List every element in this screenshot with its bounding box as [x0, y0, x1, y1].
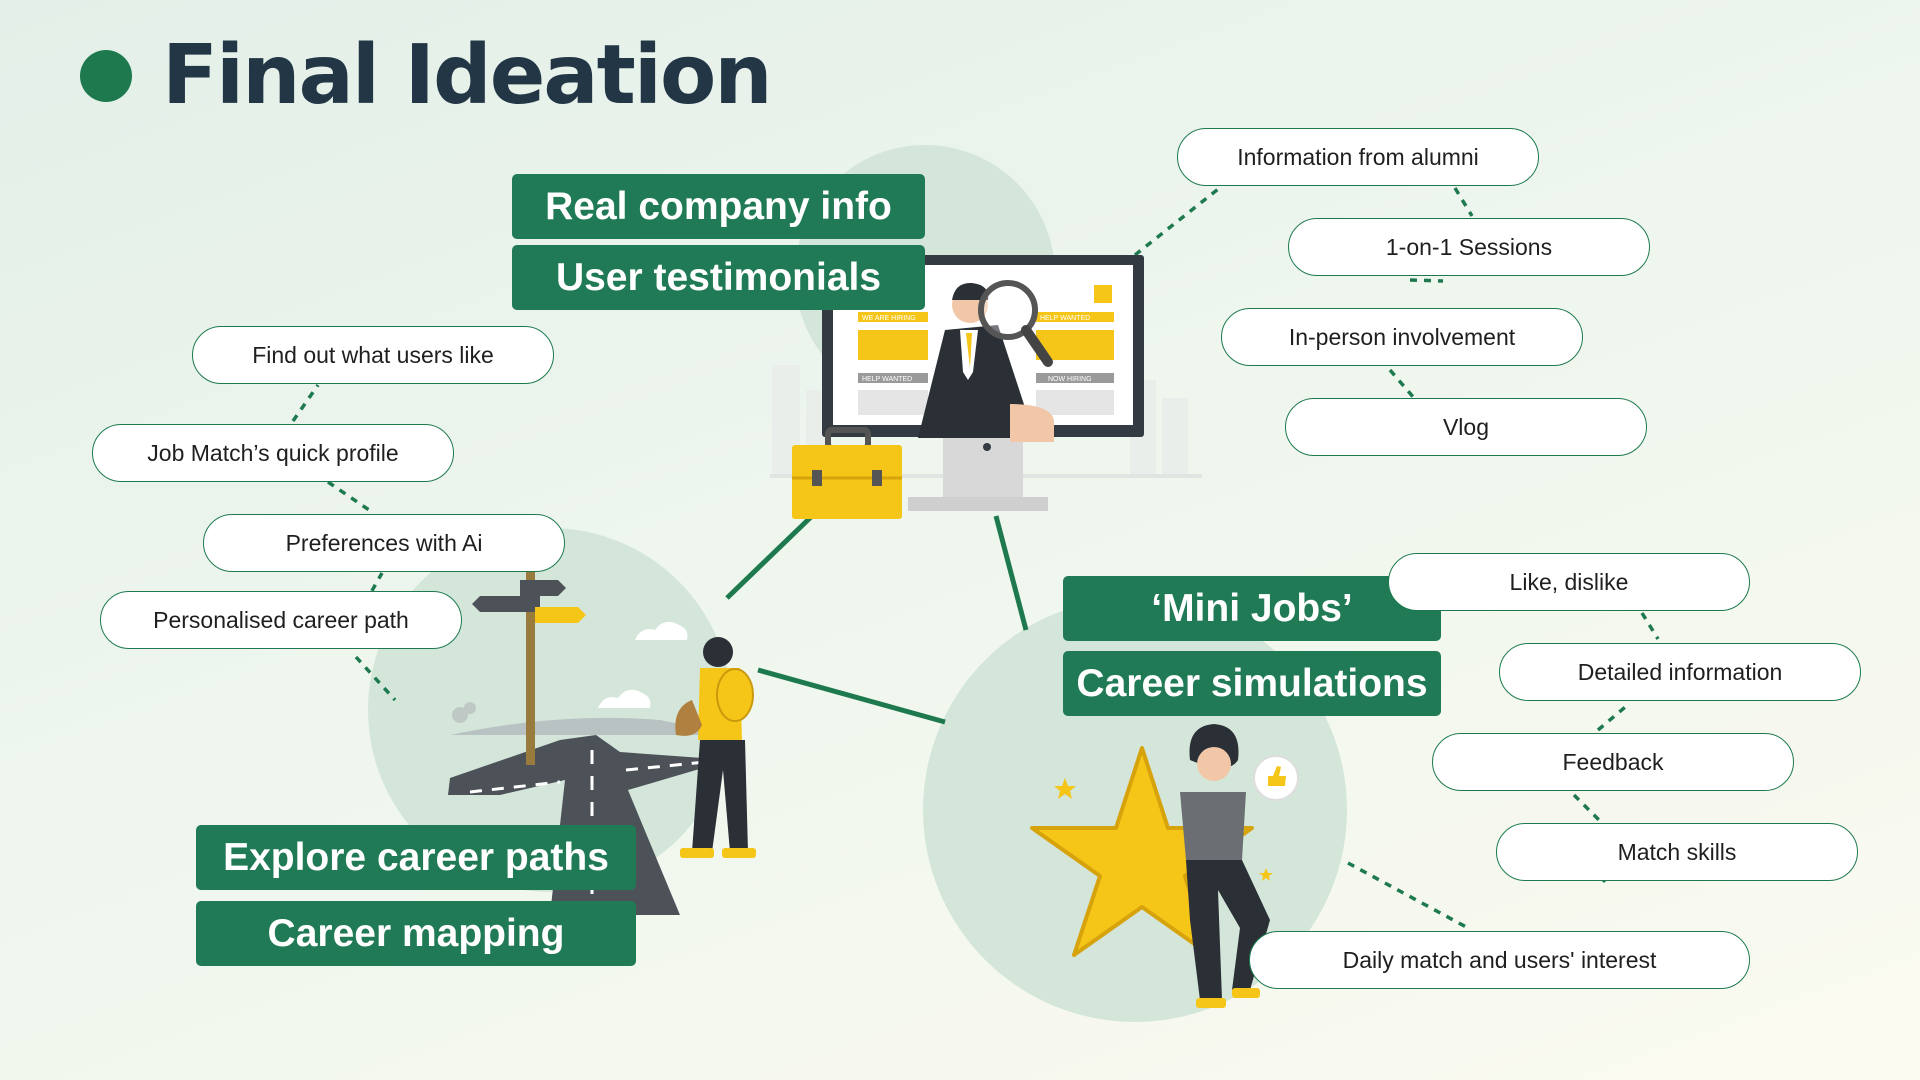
pill-information-from-alumni: Information from alumni	[1177, 128, 1539, 186]
pill-in-person-involvement: In-person involvement	[1221, 308, 1583, 366]
pill-match-skills: Match skills	[1496, 823, 1858, 881]
pill-1on1-sessions: 1-on-1 Sessions	[1288, 218, 1650, 276]
pill-quick-profile: Job Match’s quick profile	[92, 424, 454, 482]
pill-find-out-what-users-like: Find out what users like	[192, 326, 554, 384]
pill-detailed-information: Detailed information	[1499, 643, 1861, 701]
board-sign-help-1: HELP WANTED	[1040, 315, 1090, 322]
connector-company-jobs	[996, 516, 1026, 630]
label-user-testimonials: User testimonials	[512, 245, 925, 310]
label-real-company-info: Real company info	[512, 174, 925, 239]
label-career-simulations: Career simulations	[1063, 651, 1441, 716]
connector-explore-jobs	[758, 670, 945, 722]
pill-daily-match: Daily match and users' interest	[1249, 931, 1750, 989]
board-sign-now: NOW HIRING	[1048, 376, 1092, 383]
board-sign-help-2: HELP WANTED	[862, 376, 912, 383]
connector-company-explore	[727, 516, 812, 598]
label-mini-jobs: ‘Mini Jobs’	[1063, 576, 1441, 641]
label-explore-career-paths: Explore career paths	[196, 825, 636, 890]
board-sign-hiring: WE ARE HIRING	[862, 315, 916, 322]
label-career-mapping: Career mapping	[196, 901, 636, 966]
thumbs-up-icon	[1254, 756, 1298, 800]
pill-like-dislike: Like, dislike	[1388, 553, 1750, 611]
pill-preferences-with-ai: Preferences with Ai	[203, 514, 565, 572]
pill-vlog: Vlog	[1285, 398, 1647, 456]
pill-personalised-career-path: Personalised career path	[100, 591, 462, 649]
pill-feedback: Feedback	[1432, 733, 1794, 791]
